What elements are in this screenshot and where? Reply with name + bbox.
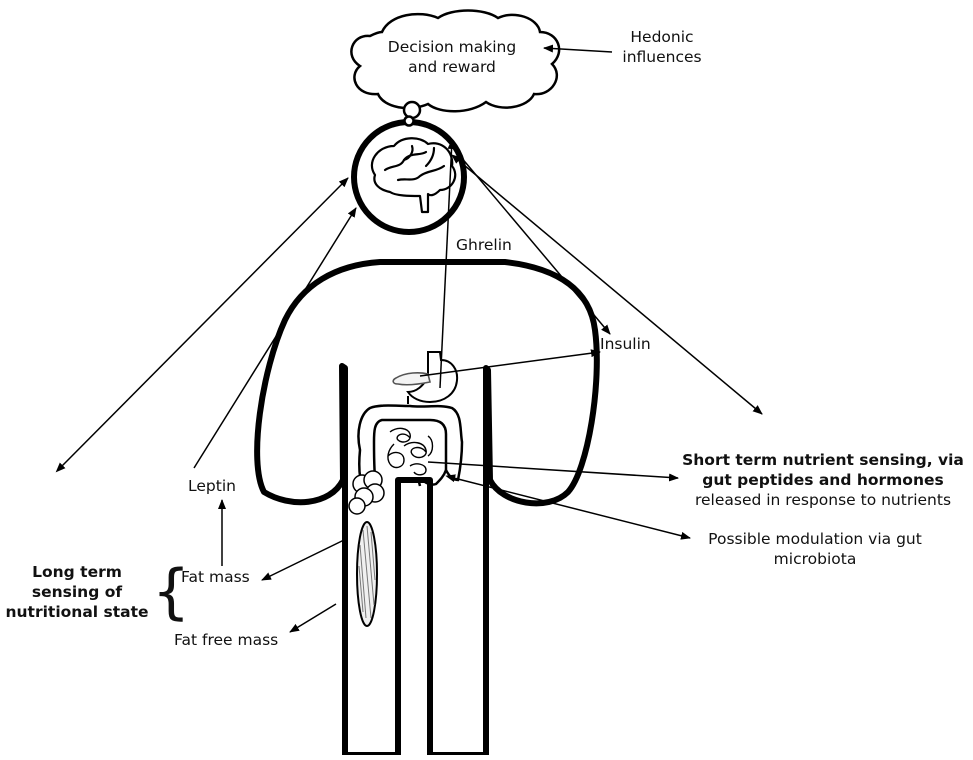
muscle-icon [357,522,377,626]
arrow-gut-short [428,462,678,478]
ghrelin-label: Ghrelin [456,235,512,255]
arrow-leptin-brain [194,208,356,468]
small-intestine [388,428,433,474]
bracket-brace: { [152,562,190,622]
body-outline [257,262,597,755]
fat-free-mass-label: Fat free mass [174,630,278,650]
arrow-short-term [458,160,762,414]
insulin-label: Insulin [600,334,651,354]
fat-mass-label: Fat mass [181,567,250,587]
long-term-label: Long term sensing of nutritional state [2,562,152,622]
pancreas-icon [393,373,430,385]
short-term-label: Short term nutrient sensing, via gut pep… [674,450,972,510]
fat-cells-icon [349,471,384,514]
hedonic-label: Hedonic influences [612,27,712,67]
arrow-long-term [62,178,348,466]
microbiota-label: Possible modulation via gut microbiota [690,529,940,569]
arrow-fat-free [290,604,336,632]
decision-label: Decision making and reward [362,37,542,77]
arrow-fat-mass [262,540,344,580]
leptin-label: Leptin [188,476,236,496]
